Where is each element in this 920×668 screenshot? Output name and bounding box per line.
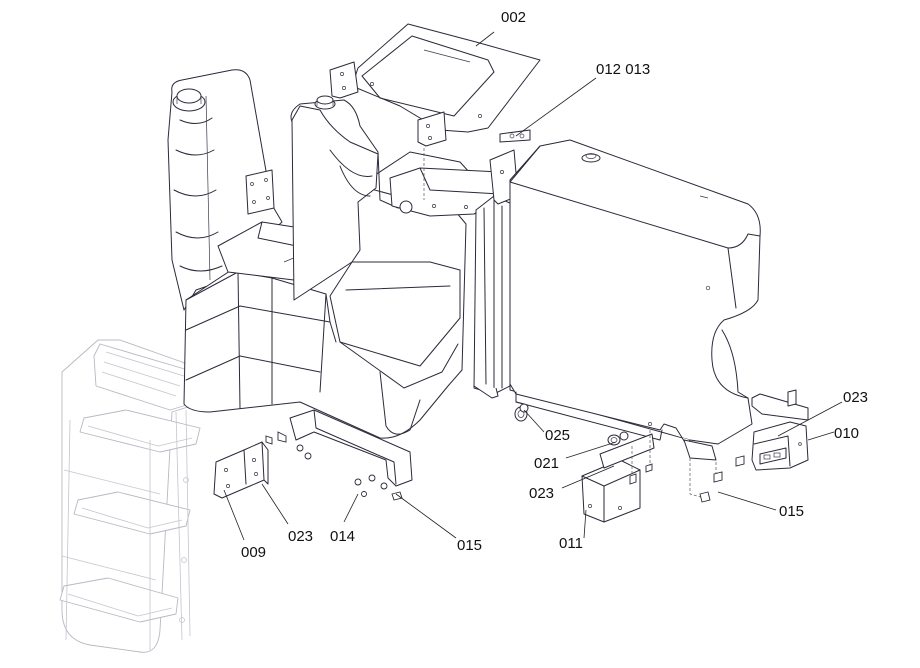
label-015-left: 015 [457, 537, 482, 554]
bracket-014 [265, 409, 413, 501]
label-010: 010 [834, 425, 859, 442]
label-012-013: 012 013 [596, 61, 650, 78]
left-tank [167, 69, 501, 439]
bracket-011 [581, 430, 655, 523]
bracket-023-right [683, 389, 809, 503]
bracket-010 [751, 421, 809, 471]
label-011: 011 [559, 535, 583, 552]
part-labels: 002 012 013 023 010 025 021 023 015 011 … [241, 9, 868, 561]
right-box [509, 139, 761, 445]
label-023-mid: 023 [529, 485, 554, 502]
label-025: 025 [545, 427, 570, 444]
label-014: 014 [330, 528, 355, 545]
label-023-left: 023 [288, 528, 313, 545]
label-021: 021 [534, 455, 559, 472]
bracket-002 [329, 23, 541, 147]
label-015-right: 015 [779, 503, 804, 520]
label-009: 009 [241, 544, 266, 561]
leader-lines [223, 31, 843, 541]
label-002: 002 [501, 9, 526, 26]
bracket-009 [213, 441, 269, 499]
label-023-top: 023 [843, 389, 868, 406]
